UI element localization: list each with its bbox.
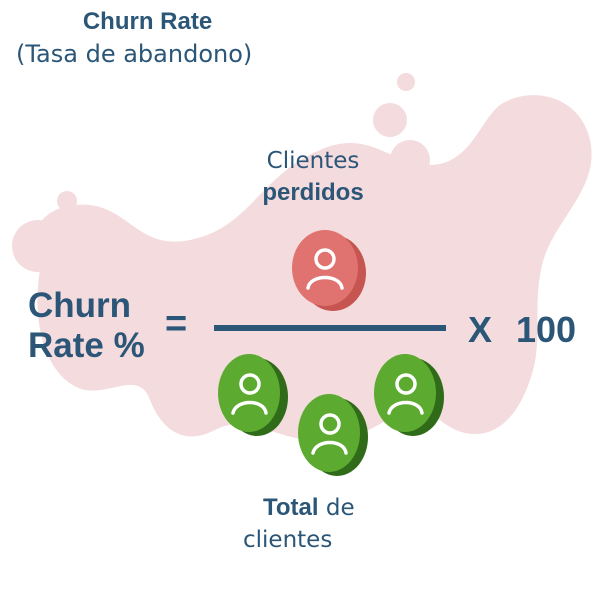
numerator-label-normal: Clientes <box>266 148 360 174</box>
user-coin-green-icon <box>298 394 368 476</box>
pink-bubble <box>12 220 64 272</box>
pink-bubble <box>57 191 77 211</box>
formula-lhs-line2: Rate % <box>28 326 145 365</box>
subtitle: (Tasa de abandono) <box>16 40 253 68</box>
user-coin-green-icon <box>218 354 288 436</box>
equals-sign: = <box>165 303 188 345</box>
user-coin-red-icon <box>292 230 366 311</box>
times-sign: X <box>468 309 493 350</box>
title: Churn Rate <box>82 8 213 35</box>
denominator-label-normal-1: de <box>325 495 355 521</box>
formula-lhs: Churn Rate % <box>28 286 145 366</box>
pink-bubble <box>397 73 415 91</box>
formula-lhs-line1: Churn <box>28 286 132 325</box>
denominator-label: Total de clientes <box>243 492 403 556</box>
fraction-line <box>214 325 446 331</box>
numerator-label: Clientes perdidos <box>238 146 388 208</box>
denominator-label-normal-2: clientes <box>243 527 333 553</box>
multiplier-value: 100 <box>516 309 577 350</box>
pink-bubble <box>373 103 407 137</box>
user-coin-green-icon <box>374 354 444 436</box>
denominator-label-bold: Total <box>263 494 319 521</box>
denominator-label-line1: Total de <box>243 492 403 524</box>
pink-bubble <box>390 140 430 180</box>
numerator-label-bold: perdidos <box>262 179 364 206</box>
